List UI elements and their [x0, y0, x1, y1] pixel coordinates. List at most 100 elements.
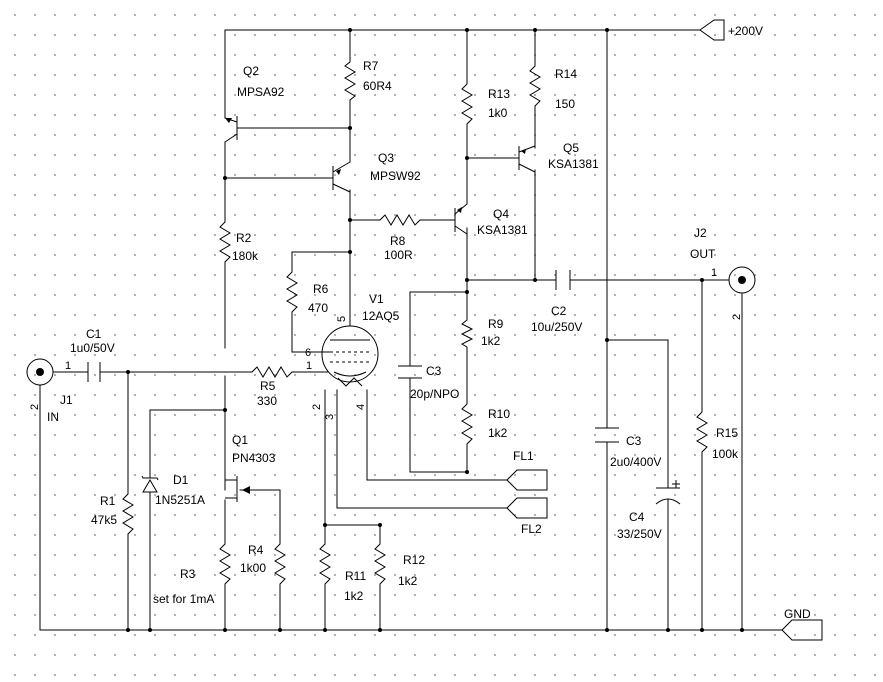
r5-body	[248, 366, 298, 378]
r11-value: 1k2	[344, 589, 364, 603]
c1-value: 1u0/50V	[70, 341, 115, 355]
q5-value: KSA1381	[548, 157, 599, 171]
r14-body	[529, 62, 541, 112]
capacitors	[87, 270, 681, 505]
r12-body	[374, 540, 386, 592]
q2-symbol	[224, 116, 238, 143]
r3-ref: R3	[180, 567, 196, 581]
r2-body	[219, 218, 231, 272]
q4-symbol	[454, 189, 468, 235]
r5-ref: R5	[260, 379, 276, 393]
r13-ref: R13	[488, 87, 510, 101]
tube-pin-3: 3	[324, 414, 336, 420]
q5-ref: Q5	[563, 141, 579, 155]
j1-value: IN	[47, 410, 59, 424]
r1-body	[122, 490, 134, 545]
c4-value: 33/250V	[617, 527, 662, 541]
tube-pin-4: 4	[355, 404, 367, 410]
c3-big-ref: C3	[626, 434, 642, 448]
v1-tube-symbol	[321, 313, 379, 387]
q1-ref: Q1	[232, 433, 248, 447]
r9-body	[460, 318, 474, 350]
fl2-flag-shape	[506, 497, 548, 519]
r12-ref: R12	[403, 553, 425, 567]
q2-ref: Q2	[243, 64, 259, 78]
r10-value: 1k2	[488, 426, 508, 440]
r2-ref: R2	[236, 231, 252, 245]
c3-small-body	[398, 365, 422, 379]
j2-value: OUT	[690, 247, 716, 261]
r14-value: 150	[555, 97, 575, 111]
r10-body	[461, 400, 473, 452]
tube-pin-1: 1	[306, 360, 312, 372]
r7-value: 60R4	[363, 79, 392, 93]
tube-pin-5: 5	[336, 316, 348, 322]
r11-ref: R11	[345, 569, 366, 583]
r1-value: 47k5	[91, 513, 117, 527]
j2-pin1: 1	[711, 267, 717, 279]
c3-small-value: 20p/NPO	[410, 387, 459, 401]
c4-ref: C4	[629, 510, 645, 524]
c1-ref: C1	[86, 327, 102, 341]
r6-value: 470	[308, 301, 328, 315]
c2-value: 10u/250V	[531, 320, 582, 334]
d1-value: 1N5251A	[155, 493, 205, 507]
c3-big-body	[595, 427, 619, 443]
q5-symbol	[518, 145, 536, 173]
r8-ref: R8	[390, 234, 406, 248]
j1-connector	[26, 358, 54, 386]
r1-ref: R1	[100, 494, 116, 508]
c2-body	[555, 270, 571, 290]
j1-ref: J1	[60, 393, 73, 407]
r10-ref: R10	[488, 407, 510, 421]
r13-value: 1k0	[488, 106, 508, 120]
r11-body	[319, 540, 331, 592]
fl1-flag-shape	[506, 469, 548, 491]
q4-value: KSA1381	[477, 223, 528, 237]
resistors	[122, 58, 708, 592]
q3-symbol	[332, 139, 351, 193]
q3-ref: Q3	[378, 151, 394, 165]
labels: +200V GND Q2 MPSA92 R7 60R4 Q3 MPSW92 R1…	[29, 24, 811, 621]
r5-value: 330	[257, 394, 277, 408]
r12-value: 1k2	[398, 574, 418, 588]
supply-flag-shape	[699, 19, 725, 41]
transistors	[224, 116, 536, 502]
fl2-label: FL2	[521, 522, 542, 536]
r13-body	[461, 80, 473, 130]
j2-connector	[728, 266, 756, 294]
supply-label: +200V	[728, 24, 763, 38]
r15-value: 100k	[712, 447, 739, 461]
q1-symbol	[224, 469, 250, 502]
gnd-label: GND	[784, 607, 811, 621]
r9-value: 1k2	[481, 334, 501, 348]
r6-ref: R6	[313, 282, 329, 296]
r3-value: set for 1mA	[153, 592, 214, 606]
tube-pin-2: 2	[311, 404, 323, 410]
v1-ref: V1	[369, 292, 384, 306]
c4-body	[655, 480, 681, 505]
r15-ref: R15	[716, 426, 738, 440]
r7-body	[344, 58, 356, 105]
r8-value: 100R	[384, 248, 413, 262]
c1-body	[87, 362, 101, 382]
q3-value: MPSW92	[370, 169, 421, 183]
r6-body	[286, 268, 298, 320]
j1-pin2: 2	[29, 404, 41, 410]
c3-big-value: 2u0/400V	[610, 455, 661, 469]
tube-pin-6: 6	[305, 347, 311, 359]
q2-value: MPSA92	[237, 85, 285, 99]
r8-body	[376, 214, 427, 226]
q4-ref: Q4	[493, 207, 509, 221]
r14-ref: R14	[555, 67, 577, 81]
c3-small-ref: C3	[426, 364, 442, 378]
junction-dots	[126, 28, 744, 632]
c2-ref: C2	[551, 304, 567, 318]
j2-pin2: 2	[731, 314, 743, 320]
fl1-label: FL1	[513, 449, 534, 463]
r7-ref: R7	[363, 59, 379, 73]
wires	[39, 29, 783, 631]
j1-pin1: 1	[65, 360, 71, 372]
